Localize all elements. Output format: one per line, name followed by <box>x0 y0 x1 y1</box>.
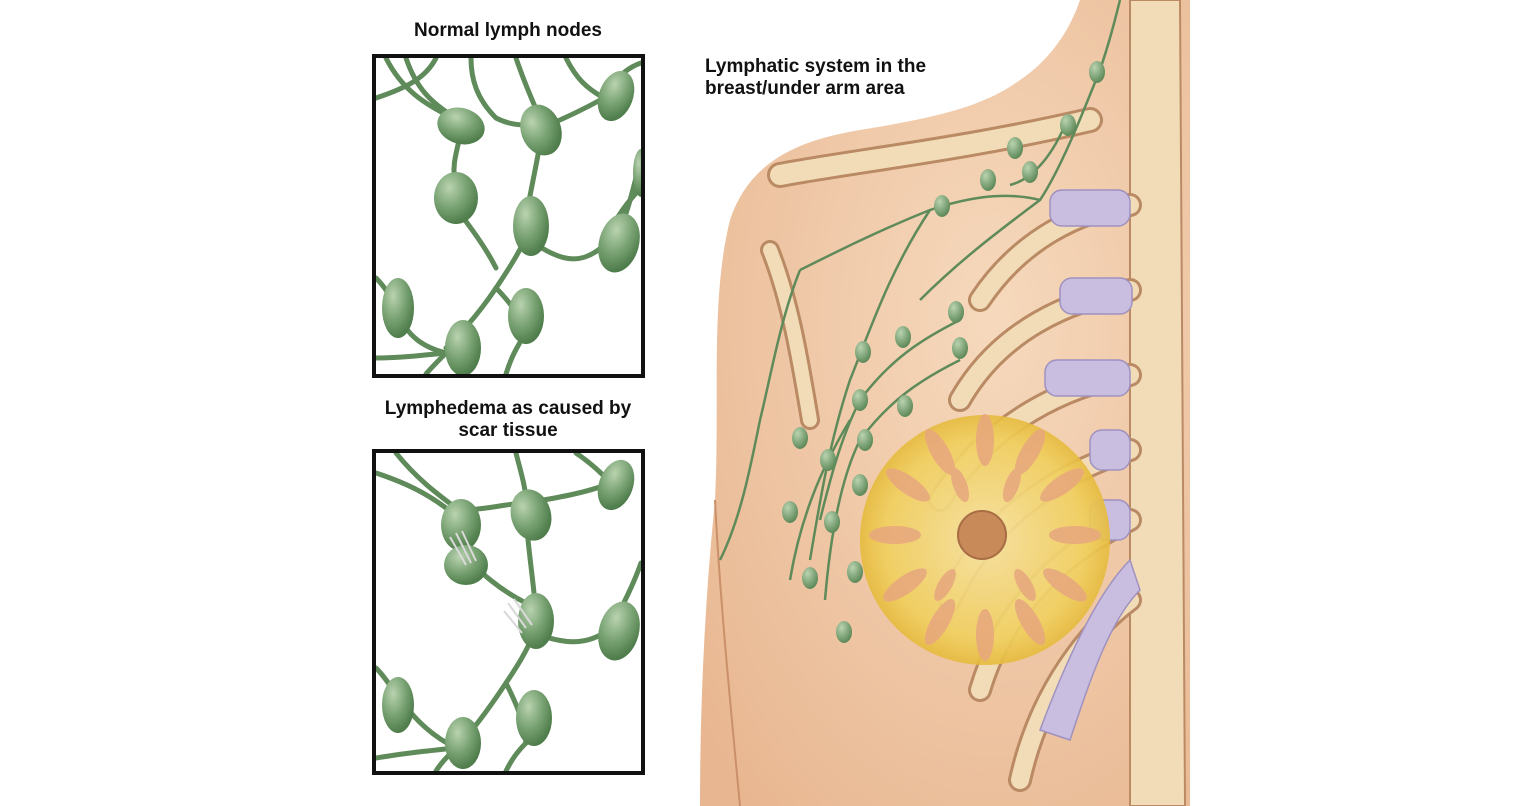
lymph-node-icon <box>382 70 641 374</box>
normal-lymph-nodes-illustration <box>376 58 641 374</box>
normal-lymph-nodes-title: Normal lymph nodes <box>414 20 602 41</box>
normal-lymph-nodes-panel <box>372 54 645 378</box>
lymphedema-title-line2: scar tissue <box>458 420 558 441</box>
sternum <box>1129 0 1187 806</box>
torso-silhouette <box>700 0 1190 806</box>
lymphatic-system-title-line1: Lymphatic system in the <box>705 56 927 77</box>
torso-figure <box>700 0 1190 806</box>
lymph-node-icon <box>382 459 640 769</box>
scar-tissue-icon <box>449 530 533 634</box>
lymphedema-panel <box>372 449 645 775</box>
clavicle <box>770 110 1100 185</box>
lymphedema-title: Lymphedema as caused by scar tissue <box>350 398 666 442</box>
lymphatic-system-title: Lymphatic system in the breast/under arm… <box>705 56 965 100</box>
anatomy-illustration <box>660 0 1190 806</box>
lymphatic-system-title-line2: breast/under arm area <box>705 78 905 99</box>
lymphedema-title-line1: Lymphedema as caused by <box>384 398 632 419</box>
costal-cartilage <box>1039 189 1141 741</box>
lymphedema-illustration <box>376 453 641 771</box>
breast <box>860 414 1110 665</box>
lymph-node-icon <box>782 61 1105 643</box>
lobules <box>869 414 1101 661</box>
nipple-icon <box>957 510 1007 560</box>
